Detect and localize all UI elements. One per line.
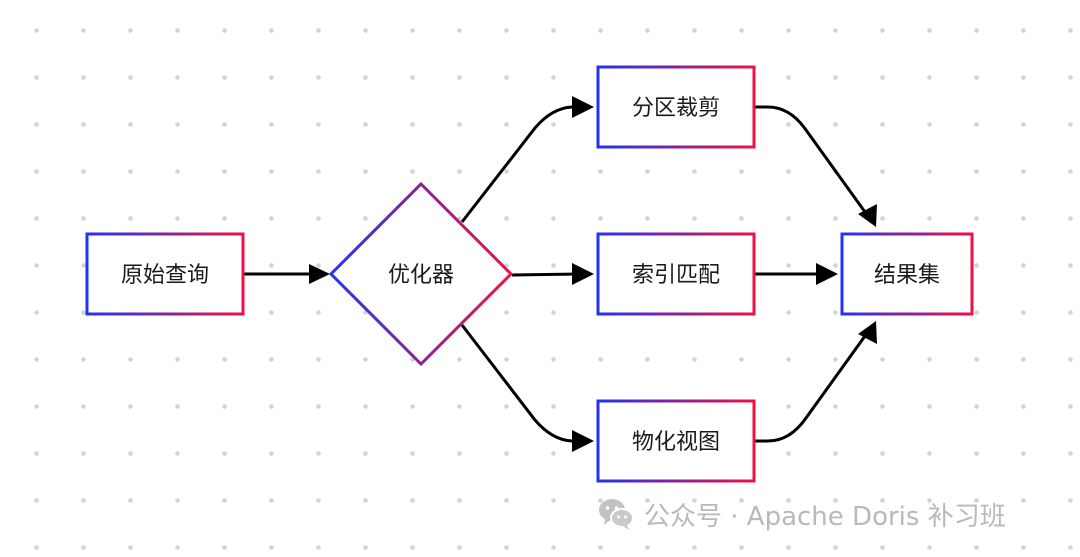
node-label-mv: 物化视图 xyxy=(632,430,720,455)
node-label-optimizer: 优化器 xyxy=(388,263,454,288)
edge-optimizer-to-partition xyxy=(460,105,580,223)
arrowhead-result-from-mv xyxy=(858,321,877,344)
node-optimizer: 优化器 xyxy=(328,181,514,367)
edge-partition-to-result xyxy=(755,105,867,213)
arrowheads xyxy=(309,96,877,452)
arrowhead-optimizer xyxy=(309,264,330,284)
arrowhead-result-from-index xyxy=(816,263,838,285)
node-materialized-view: 物化视图 xyxy=(596,399,756,483)
node-label-partition: 分区裁剪 xyxy=(632,96,720,121)
node-label-index: 索引匹配 xyxy=(632,263,720,288)
arrowhead-partition xyxy=(572,96,594,118)
watermark: 公众号 · Apache Doris 补习班 xyxy=(596,494,1006,534)
node-query: 原始查询 xyxy=(85,232,245,316)
node-result-set: 结果集 xyxy=(840,232,974,316)
node-partition-pruning: 分区裁剪 xyxy=(596,65,756,149)
edges xyxy=(244,105,867,443)
arrowhead-index xyxy=(572,263,594,285)
edge-optimizer-to-index xyxy=(511,272,581,277)
wechat-icon xyxy=(596,494,636,534)
edge-optimizer-to-mv xyxy=(460,324,580,443)
node-label-result: 结果集 xyxy=(874,263,940,288)
edge-mv-to-result xyxy=(755,335,867,443)
watermark-text: 公众号 · Apache Doris 补习班 xyxy=(644,501,1006,532)
node-index-match: 索引匹配 xyxy=(596,232,756,316)
arrowhead-mv xyxy=(572,430,594,452)
node-label-query: 原始查询 xyxy=(121,263,209,288)
arrowhead-result-from-partition xyxy=(858,204,877,227)
